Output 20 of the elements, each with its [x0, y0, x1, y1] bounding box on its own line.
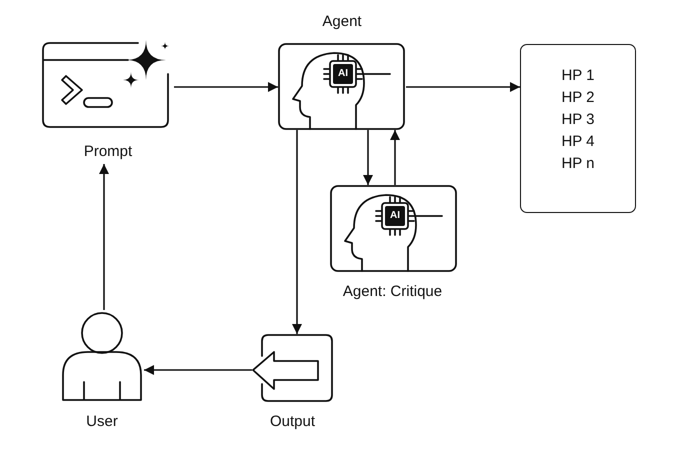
list-item: HP n [561, 154, 595, 174]
node-label: User [86, 412, 118, 432]
node-label: Output [270, 412, 316, 432]
node-label: Agent [322, 12, 362, 32]
chip-label: AI [389, 209, 401, 223]
list-item: HP 1 [561, 66, 595, 86]
list-panel [520, 44, 636, 213]
node-label: Prompt [84, 142, 132, 162]
node-label: Agent: Critique [342, 282, 442, 302]
arrow [144, 365, 252, 375]
list-item: HP 3 [561, 110, 595, 130]
list-item: HP 2 [561, 88, 595, 108]
arrow [406, 82, 520, 92]
arrow [390, 130, 400, 185]
arrow [363, 130, 373, 185]
arrow [292, 130, 302, 334]
list-item: HP 4 [561, 132, 595, 152]
chip-label: AI [337, 67, 349, 81]
arrow [174, 82, 278, 92]
arrow [99, 164, 109, 310]
